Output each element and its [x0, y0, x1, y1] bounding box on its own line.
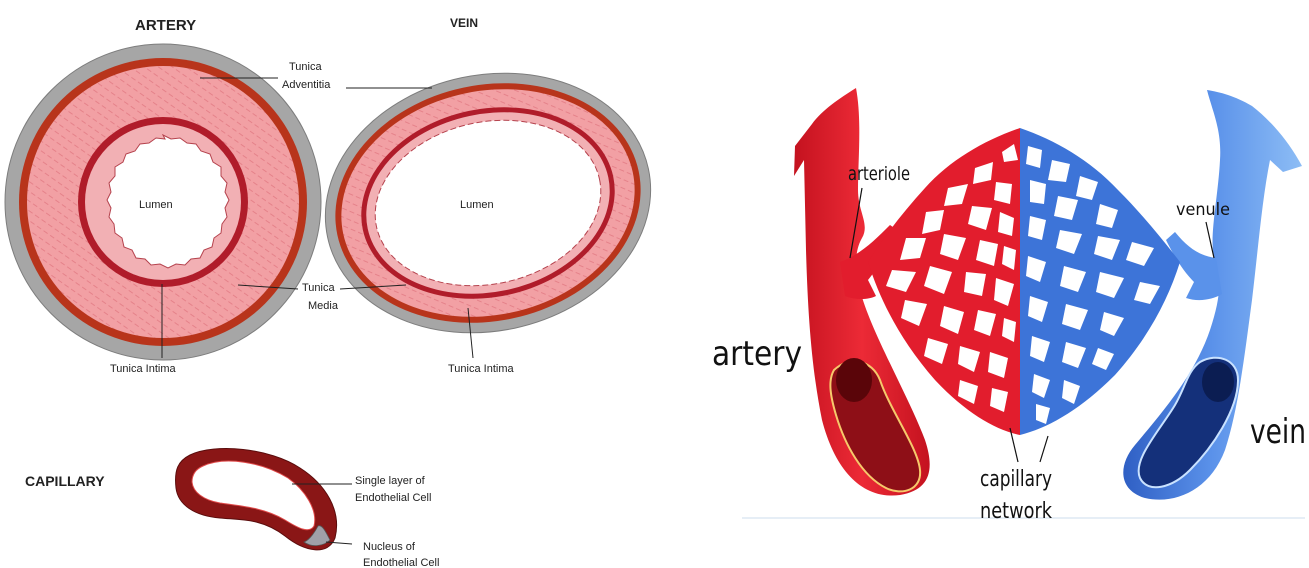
- vein-heading: VEIN: [450, 16, 478, 30]
- vein-tunica-intima-label: Tunica Intima: [448, 363, 515, 375]
- capillary-network-label-2: network: [980, 499, 1052, 524]
- nucleus-label-1: Nucleus of: [363, 541, 416, 553]
- tunica-media-label-2: Media: [308, 300, 339, 312]
- artery-heading: ARTERY: [135, 17, 196, 34]
- vein-label: vein: [1250, 412, 1306, 452]
- artery-cut-shading: [836, 358, 872, 402]
- capillary-network-label-1: capillary: [980, 467, 1052, 492]
- artery-tunica-intima-label: Tunica Intima: [110, 363, 177, 375]
- tunica-adventitia-label-1: Tunica: [289, 61, 322, 73]
- artery-label: artery: [712, 334, 802, 374]
- capillary-cross-section: [176, 449, 337, 550]
- venule-label: venule: [1176, 200, 1230, 220]
- capillary-leader-right: [1040, 436, 1048, 462]
- right-panel: artery vein arteriole venule capillary n…: [712, 88, 1306, 524]
- tunica-media-label-1: Tunica: [302, 282, 335, 294]
- vein-cut-shading: [1202, 362, 1234, 402]
- artery-lumen-label: Lumen: [139, 199, 173, 211]
- capillary-heading: CAPILLARY: [25, 473, 105, 489]
- nucleus-label-2: Endothelial Cell: [363, 557, 439, 568]
- endothelial-layer-label-1: Single layer of: [355, 475, 426, 487]
- left-panel: ARTERY VEIN Lumen Lumen Tunica Adventiti…: [5, 16, 675, 568]
- endothelial-layer-label-2: Endothelial Cell: [355, 492, 431, 504]
- capillary-network-venous: [1020, 128, 1180, 435]
- vein-lumen-label: Lumen: [460, 199, 494, 211]
- artery-cross-section: Lumen: [5, 44, 321, 360]
- arteriole-label: arteriole: [848, 163, 910, 185]
- tunica-adventitia-label-2: Adventitia: [282, 79, 331, 91]
